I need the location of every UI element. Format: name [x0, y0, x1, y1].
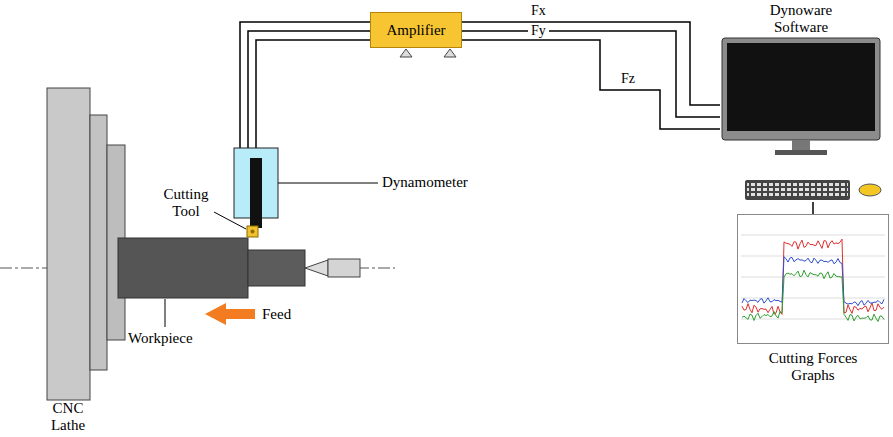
monitor-bezel	[722, 38, 880, 140]
signal-connector	[812, 202, 814, 214]
lathe-headstock	[47, 88, 90, 400]
signal-connector	[462, 22, 720, 105]
workpiece-body	[118, 238, 248, 298]
monitor-neck	[792, 140, 810, 150]
signal-connector	[462, 31, 720, 117]
box-label: Amplifier	[386, 22, 445, 39]
software-label: Dynoware Software	[751, 2, 851, 36]
machine-label: CNC Lathe	[38, 400, 98, 434]
leader-line	[278, 183, 378, 184]
monitor-base	[775, 150, 827, 155]
part-label: Cutting Tool	[156, 186, 216, 220]
grid-line	[741, 256, 885, 257]
grid-line	[741, 298, 885, 299]
amplifier-box: Amplifier	[370, 12, 462, 48]
part-label: Dynamometer	[382, 174, 468, 191]
keyboard	[745, 180, 850, 200]
cutting-insert	[247, 226, 258, 237]
force-trace	[742, 239, 884, 314]
amplifier-foot	[444, 49, 456, 57]
signal-wire	[248, 31, 370, 148]
mouse	[859, 184, 881, 196]
workpiece-turned	[248, 250, 305, 286]
tailstock-center	[305, 260, 328, 276]
graph-node: Cutting Forces Graphs	[737, 214, 889, 386]
force-trace	[742, 257, 884, 306]
tailstock	[328, 259, 360, 277]
tool-holder	[250, 158, 262, 228]
grid-line	[741, 277, 885, 278]
graph-frame	[738, 215, 889, 344]
force-trace	[742, 270, 884, 321]
signal-connector	[462, 40, 720, 129]
keyboard-keys	[747, 182, 848, 198]
insert-screw	[251, 230, 255, 234]
signal-name: Fz	[618, 71, 638, 87]
grid-line	[741, 235, 885, 236]
signal-name: Fy	[528, 23, 549, 39]
signal-wire	[256, 40, 370, 148]
force-graph	[737, 214, 889, 344]
part-label: Workpiece	[128, 330, 193, 347]
feed-arrow	[205, 303, 255, 325]
graph-caption: Cutting Forces Graphs	[753, 350, 873, 384]
leader-line	[214, 212, 246, 229]
signal-name: Fx	[528, 3, 549, 19]
signal-wire	[240, 22, 370, 148]
monitor-screen	[727, 43, 875, 131]
leader-line	[165, 299, 166, 327]
lathe-spindle	[90, 115, 107, 370]
amplifier-foot	[400, 49, 412, 57]
motion-label: Feed	[262, 306, 291, 323]
computer-node: Dynoware Software	[720, 2, 885, 202]
